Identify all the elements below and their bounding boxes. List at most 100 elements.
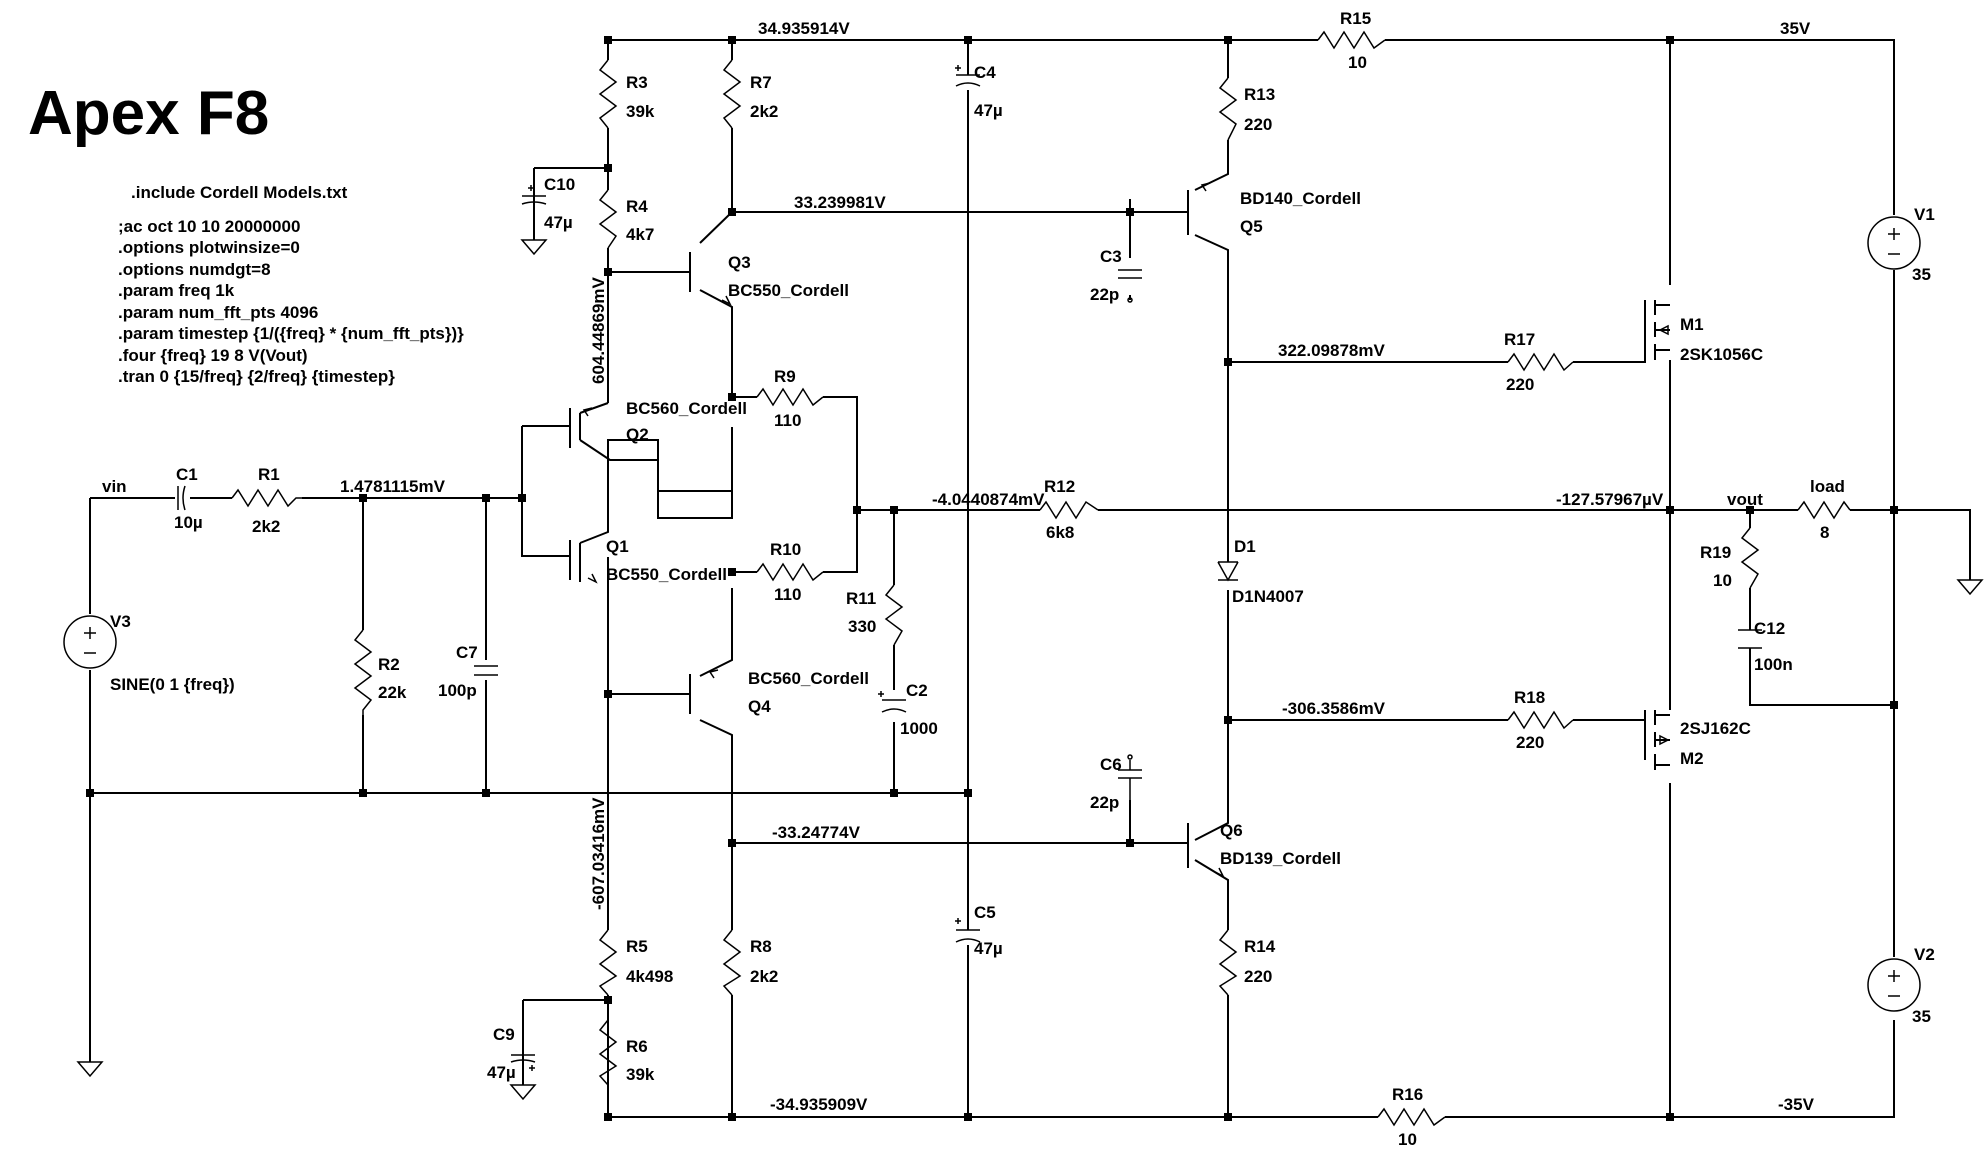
label-r7-name: R7 [750, 73, 772, 92]
net-label-input-node: 1.4781115mV [340, 477, 446, 496]
label-r16-name: R16 [1392, 1085, 1423, 1104]
junction [604, 996, 612, 1004]
directive-line: .param timestep {1/({freq} * {num_fft_pt… [118, 324, 464, 343]
junction [86, 789, 94, 797]
junction [964, 789, 972, 797]
label-r1-value: 2k2 [252, 517, 280, 536]
label-q1-value: BC550_Cordell [606, 565, 727, 584]
capacitor-c2 [878, 691, 907, 713]
label-c9-name: C9 [493, 1025, 515, 1044]
ground-icon [1956, 579, 1984, 596]
resistor-r13 [1218, 77, 1238, 141]
label-c3-name: C3 [1100, 247, 1122, 266]
spice-directives: .include Cordell Models.txt ;ac oct 10 1… [118, 182, 464, 388]
label-r8-name: R8 [750, 937, 772, 956]
mosfet-m2 [1644, 710, 1670, 770]
label-r12-name: R12 [1044, 477, 1075, 496]
label-m2-name: M2 [1680, 749, 1704, 768]
label-r14-value: 220 [1244, 967, 1272, 986]
label-v1-name: V1 [1914, 205, 1935, 224]
junction [518, 494, 526, 502]
resistor-r2 [353, 629, 373, 715]
label-c9-value: 47µ [487, 1063, 516, 1082]
label-r10-value: 110 [774, 585, 801, 604]
label-r4-value: 4k7 [626, 225, 654, 244]
resistor-r14 [1218, 929, 1238, 996]
capacitor-c4 [955, 65, 981, 87]
label-c12-name: C12 [1754, 619, 1785, 638]
label-r2-name: R2 [378, 655, 400, 674]
output-wire [1749, 509, 1971, 706]
junction [604, 690, 612, 698]
transistors [569, 182, 1670, 878]
input-wire [89, 497, 522, 1062]
label-c1-name: C1 [176, 465, 198, 484]
net-label-q5-base: 33.239981V [794, 193, 886, 212]
net-label-m1-gate: 322.09878mV [1278, 341, 1385, 360]
label-r13-value: 220 [1244, 115, 1272, 134]
junction [1224, 716, 1232, 724]
net-label-q3-bias: 604.44869mV [589, 277, 608, 384]
junction [1666, 1113, 1674, 1121]
label-r18-name: R18 [1514, 688, 1545, 707]
label-c1-value: 10µ [174, 513, 203, 532]
junction [728, 208, 736, 216]
label-c4-name: C4 [974, 63, 996, 82]
junction [1224, 1113, 1232, 1121]
resistor-r11 [884, 584, 904, 646]
junction [728, 393, 736, 401]
label-r17-name: R17 [1504, 330, 1535, 349]
resistor-r18 [1507, 710, 1574, 730]
label-r18-value: 220 [1516, 733, 1544, 752]
label-c7-name: C7 [456, 643, 478, 662]
junction [604, 268, 612, 276]
label-r6-value: 39k [626, 1065, 655, 1084]
label-r15-value: 10 [1348, 53, 1367, 72]
junction [1224, 36, 1232, 44]
wires [89, 39, 1971, 1118]
label-r16-value: 10 [1398, 1130, 1417, 1149]
r9-r10-wire [732, 396, 894, 573]
transistor-q5 [1187, 182, 1211, 235]
ground-icon [520, 239, 548, 256]
junction [359, 494, 367, 502]
junction [1126, 208, 1134, 216]
label-r3-value: 39k [626, 102, 655, 121]
directive-line: .options numdgt=8 [118, 259, 271, 279]
directive-line: .options plotwinsize=0 [118, 238, 300, 257]
label-r19-value: 10 [1713, 571, 1732, 590]
label-c5-name: C5 [974, 903, 996, 922]
label-c12-value: 100n [1754, 655, 1793, 674]
resistor-r15 [1317, 30, 1386, 50]
source-v3 [63, 615, 117, 669]
capacitor-c9 [510, 1054, 536, 1071]
capacitor-c5 [955, 918, 981, 943]
junction [1224, 358, 1232, 366]
junction [1666, 506, 1674, 514]
voltage-sources [63, 216, 1921, 1012]
schematic-title: Apex F8 [28, 79, 270, 148]
junction [604, 164, 612, 172]
q1-wires [579, 427, 733, 582]
label-v2-name: V2 [1914, 945, 1935, 964]
resistor-r19 [1740, 527, 1760, 589]
resistor-r8 [722, 929, 742, 996]
resistor-r4 [598, 189, 618, 249]
capacitor-c12 [1738, 629, 1762, 649]
junction [482, 494, 490, 502]
diff-input-wire [521, 425, 570, 557]
capacitors [177, 65, 1762, 1071]
junction [853, 506, 861, 514]
grounds [76, 239, 1984, 1101]
resistor-r7 [722, 59, 742, 129]
junction [482, 789, 490, 797]
label-c6-name: C6 [1100, 755, 1122, 774]
junction [604, 36, 612, 44]
ground-icon [76, 1061, 104, 1078]
label-r9-name: R9 [774, 367, 796, 386]
net-label-vout: vout [1727, 490, 1763, 509]
label-r1-name: R1 [258, 465, 280, 484]
transistor-q2 [569, 407, 593, 448]
capacitor-c6 [1118, 754, 1142, 843]
transistor-q1 [569, 540, 598, 584]
